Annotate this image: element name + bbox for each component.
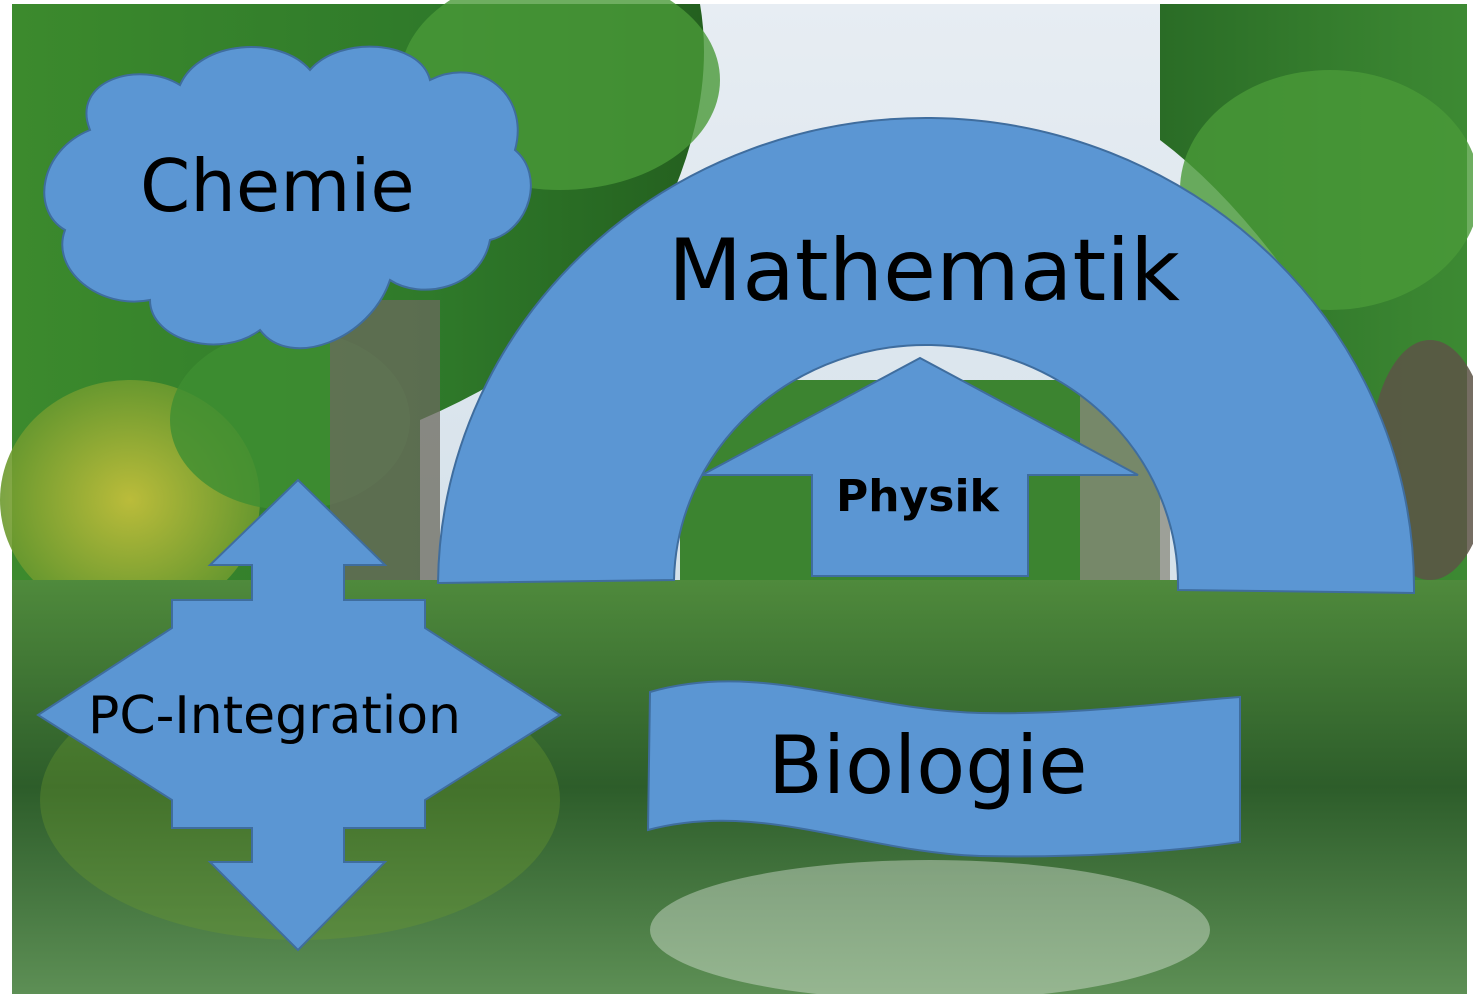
up-arrow-icon	[701, 356, 1139, 577]
biologie-label: Biologie	[768, 719, 1088, 812]
pc-integration-arrow-shape	[36, 478, 562, 952]
biologie-banner-shape	[646, 680, 1241, 858]
physik-label: Physik	[836, 471, 999, 522]
arch-icon	[436, 117, 1416, 595]
mathematik-label: Mathematik	[668, 221, 1180, 321]
pc-integration-label: PC-Integration	[88, 686, 461, 746]
wave-banner-icon	[646, 680, 1241, 858]
physik-arrow-shape	[701, 356, 1139, 577]
chemie-cloud-shape	[43, 45, 532, 350]
four-way-arrow-icon	[36, 478, 562, 952]
mathematik-arc-shape	[436, 117, 1416, 595]
cloud-icon	[43, 45, 532, 350]
chemie-label: Chemie	[140, 144, 415, 228]
